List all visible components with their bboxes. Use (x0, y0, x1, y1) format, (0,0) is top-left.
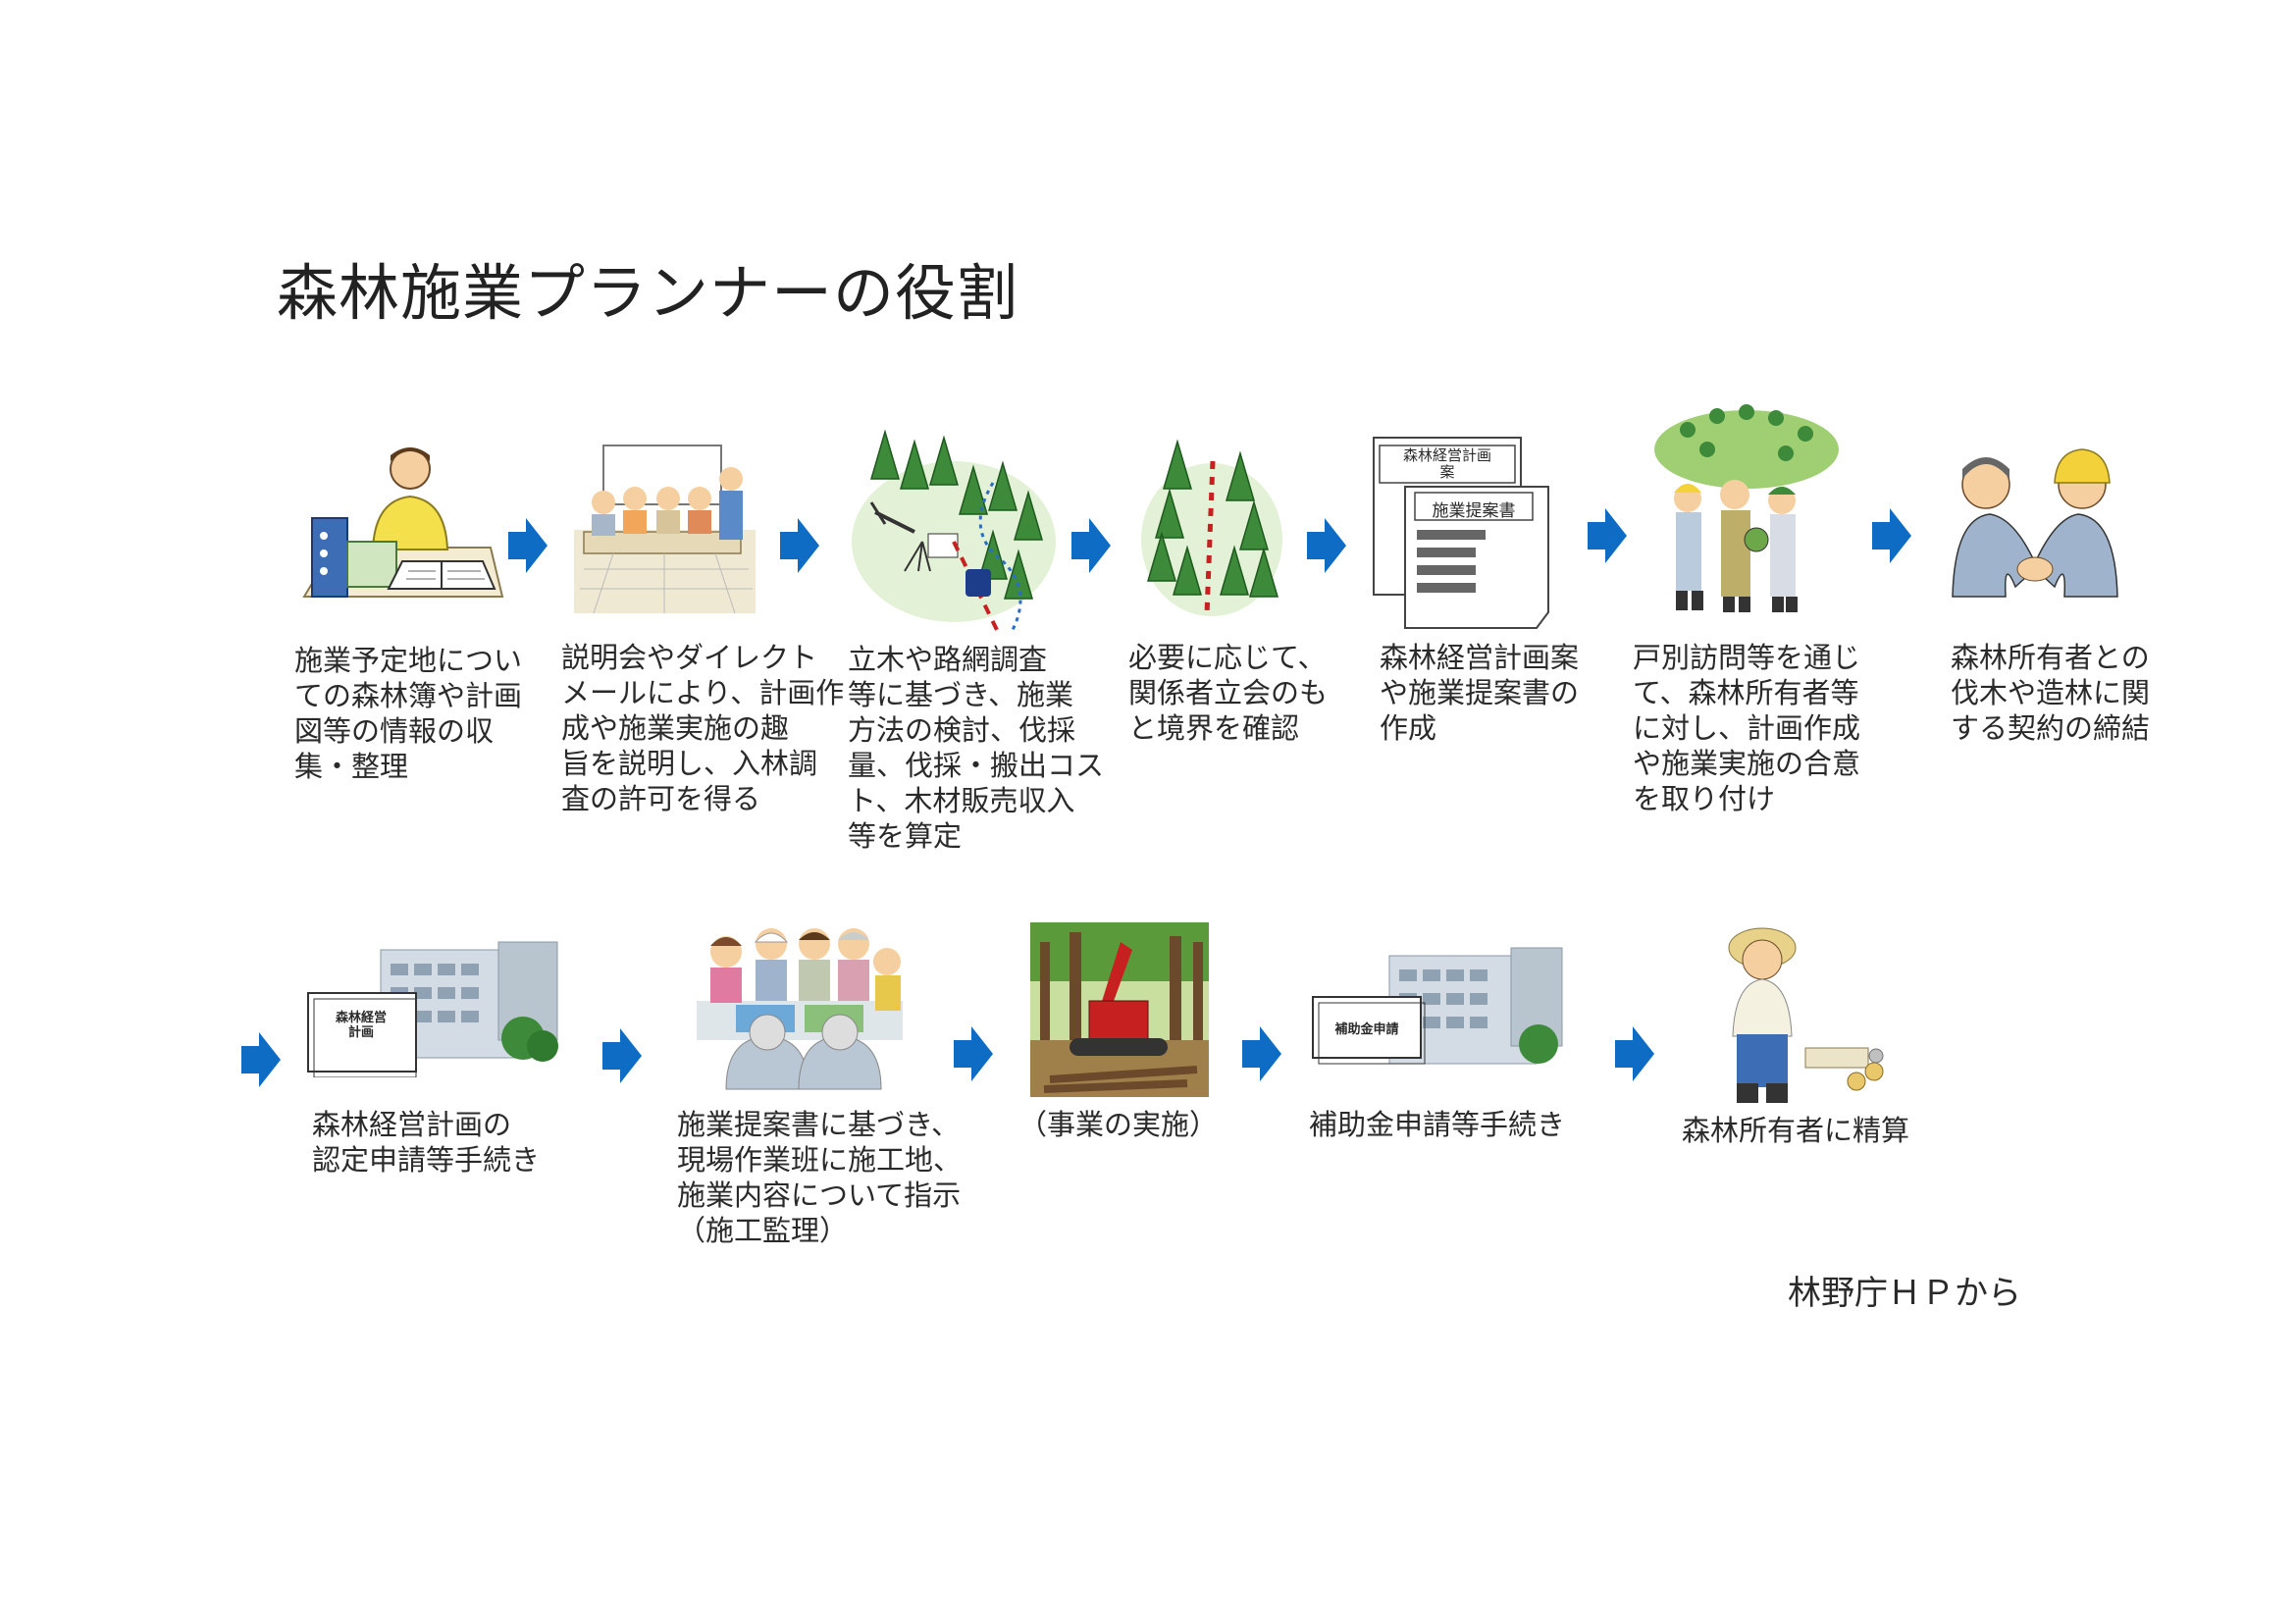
arrow-right-icon (602, 1028, 642, 1083)
plan-document-icon: 森林経営計画 案 施業提案書 (1372, 436, 1558, 632)
step-6-caption: 戸別訪問等を通じ て、森林所有者等 に対し、計画作成 や施業実施の合意 を取り付… (1633, 641, 1861, 815)
step-2-caption: 説明会やダイレクト メールにより、計画作 成や施業実施の趣 旨を説明し、入林調 … (561, 641, 845, 815)
source-note: 林野庁ＨＰから (1788, 1274, 2021, 1313)
step-10-caption: （事業の実施） (1018, 1108, 1219, 1141)
instruction-meeting-icon (697, 928, 903, 1090)
certification-building-icon: 森林経営 計画 (302, 940, 562, 1077)
arrow-right-icon (954, 1026, 993, 1081)
doc-label-subsidy: 補助金申請 (1334, 1022, 1399, 1037)
arrow-right-icon (1615, 1026, 1654, 1081)
boundary-check-icon (1141, 439, 1282, 616)
owner-agreement-icon (1654, 404, 1839, 612)
arrow-right-icon (508, 518, 548, 573)
page-title: 森林施業プランナーの役割 (277, 257, 1019, 329)
arrow-right-icon (1242, 1026, 1281, 1081)
arrow-right-icon (241, 1032, 281, 1087)
arrow-right-icon (1071, 518, 1111, 573)
step-7-caption: 森林所有者との 伐木や造林に関 する契約の締結 (1951, 641, 2151, 745)
handshake-icon (1952, 448, 2118, 598)
step-5-caption: 森林経営計画案 や施業提案書の 作成 (1380, 641, 1580, 745)
step-3-caption: 立木や路網調査 等に基づき、施業 方法の検討、伐採 量、伐採・搬出コス ト、木材… (848, 643, 1105, 853)
step-4-caption: 必要に応じて、 関係者立会のも と境界を確認 (1128, 641, 1329, 745)
meeting-icon (574, 445, 756, 614)
doc-label-proposal: 施業提案書 (1432, 501, 1516, 521)
doc-label-plan: 森林経営計画 案 (1402, 446, 1491, 481)
arrow-right-icon (780, 518, 819, 573)
settlement-icon (1728, 927, 1884, 1103)
step-12-caption: 森林所有者に精算 (1682, 1114, 1910, 1147)
document-review-icon (302, 447, 504, 598)
logging-machine-icon (1030, 922, 1209, 1097)
forest-survey-icon (852, 429, 1056, 635)
step-1-caption: 施業予定地につい ての森林簿や計画 図等の情報の収 集・整理 (294, 644, 523, 783)
arrow-right-icon (1872, 508, 1911, 563)
step-11-caption: 補助金申請等手続き (1309, 1108, 1566, 1141)
step-9-caption: 施業提案書に基づき、 現場作業班に施工地、 施業内容について指示 （施工監理） (677, 1108, 963, 1247)
subsidy-building-icon: 補助金申請 (1311, 946, 1566, 1073)
arrow-right-icon (1588, 508, 1627, 563)
arrow-right-icon (1307, 518, 1346, 573)
doc-label-plan-small: 森林経営 計画 (335, 1011, 387, 1040)
step-8-caption: 森林経営計画の 認定申請等手続き (312, 1108, 541, 1177)
